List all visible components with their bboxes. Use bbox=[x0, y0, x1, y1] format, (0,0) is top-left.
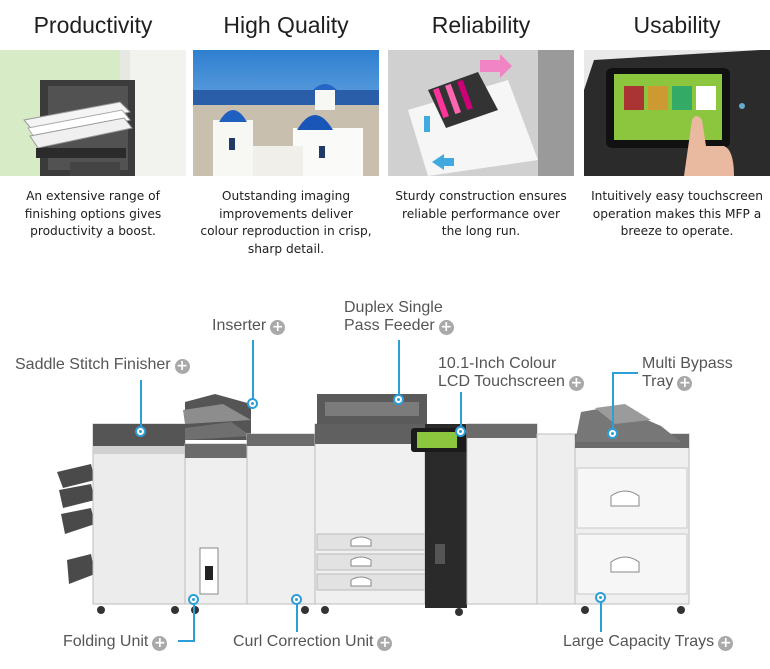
feature-title: Productivity bbox=[33, 12, 153, 38]
plus-circle-icon[interactable]: + bbox=[270, 319, 286, 335]
feature-description: An extensive range of finishing options … bbox=[24, 189, 162, 238]
leader-line bbox=[600, 598, 602, 632]
callout-lcd-touchscreen[interactable]: 10.1-Inch Colour LCD Touchscreen+ bbox=[438, 355, 584, 391]
plus-circle-icon[interactable]: + bbox=[568, 375, 584, 391]
leader-line bbox=[612, 372, 614, 430]
plus-circle-icon[interactable]: + bbox=[677, 375, 693, 391]
plus-circle-icon[interactable]: + bbox=[152, 635, 168, 651]
reliability-photo bbox=[388, 50, 574, 176]
callout-inserter[interactable]: Inserter+ bbox=[212, 317, 286, 335]
feature-description: Outstanding imaging improvements deliver… bbox=[200, 189, 372, 256]
callout-folding-unit[interactable]: Folding Unit+ bbox=[63, 633, 168, 651]
hotspot-dot-icon[interactable] bbox=[135, 426, 146, 437]
hotspot-dot-icon[interactable] bbox=[607, 428, 618, 439]
leader-line bbox=[193, 600, 195, 642]
callout-multi-bypass-tray[interactable]: Multi Bypass Tray+ bbox=[642, 355, 733, 391]
leader-line bbox=[460, 392, 462, 428]
leader-line bbox=[140, 380, 142, 428]
callout-large-capacity-trays[interactable]: Large Capacity Trays+ bbox=[563, 633, 734, 651]
usability-photo bbox=[584, 50, 770, 176]
hotspot-dot-icon[interactable] bbox=[595, 592, 606, 603]
feature-title: Usability bbox=[633, 12, 721, 38]
hotspot-dot-icon[interactable] bbox=[188, 594, 199, 605]
productivity-photo bbox=[0, 50, 186, 176]
plus-circle-icon[interactable]: + bbox=[438, 319, 454, 335]
callout-label: Large Capacity Trays bbox=[563, 633, 715, 650]
callout-label: Inserter bbox=[212, 317, 267, 334]
hotspot-dot-icon[interactable] bbox=[455, 426, 466, 437]
feature-reliability: Reliability Sturdy construction ensures … bbox=[388, 0, 574, 241]
feature-title: Reliability bbox=[431, 12, 531, 38]
hotspot-dot-icon[interactable] bbox=[247, 398, 258, 409]
callout-label-line2: Pass Feeder bbox=[344, 317, 435, 334]
callout-label-line1: Duplex Single bbox=[344, 299, 443, 316]
callout-label-line2: LCD Touchscreen bbox=[438, 373, 565, 390]
hotspot-dot-icon[interactable] bbox=[291, 594, 302, 605]
feature-description: Sturdy construction ensures reliable per… bbox=[395, 189, 567, 238]
leader-line bbox=[252, 340, 254, 400]
callout-label: Saddle Stitch Finisher bbox=[15, 356, 171, 373]
feature-title: High Quality bbox=[223, 12, 349, 38]
leader-line bbox=[398, 340, 400, 396]
leader-line bbox=[178, 640, 194, 642]
callout-label-line2: Tray bbox=[642, 373, 674, 390]
callout-duplex-feeder[interactable]: Duplex Single Pass Feeder+ bbox=[344, 299, 454, 335]
leader-line bbox=[296, 600, 298, 632]
callout-label-line1: 10.1-Inch Colour bbox=[438, 355, 557, 372]
hotspot-dot-icon[interactable] bbox=[393, 394, 404, 405]
plus-circle-icon[interactable]: + bbox=[377, 635, 393, 651]
leader-line bbox=[612, 372, 638, 374]
feature-productivity: Productivity An extensive range of finis… bbox=[0, 0, 186, 241]
mfp-machine-illustration bbox=[57, 394, 690, 616]
feature-usability: Usability Intuitively easy touchscreen o… bbox=[584, 0, 770, 241]
high-quality-photo bbox=[193, 50, 379, 176]
callout-label: Folding Unit bbox=[63, 633, 149, 650]
plus-circle-icon[interactable]: + bbox=[718, 635, 734, 651]
callout-label-line1: Multi Bypass bbox=[642, 355, 733, 372]
plus-circle-icon[interactable]: + bbox=[174, 358, 190, 374]
callout-curl-correction-unit[interactable]: Curl Correction Unit+ bbox=[233, 633, 393, 651]
feature-high-quality: High Quality Outstanding imaging improve… bbox=[193, 0, 379, 258]
callout-label: Curl Correction Unit bbox=[233, 633, 374, 650]
feature-description: Intuitively easy touchscreen operation m… bbox=[591, 189, 763, 238]
callout-saddle-stitch-finisher[interactable]: Saddle Stitch Finisher+ bbox=[15, 356, 190, 374]
